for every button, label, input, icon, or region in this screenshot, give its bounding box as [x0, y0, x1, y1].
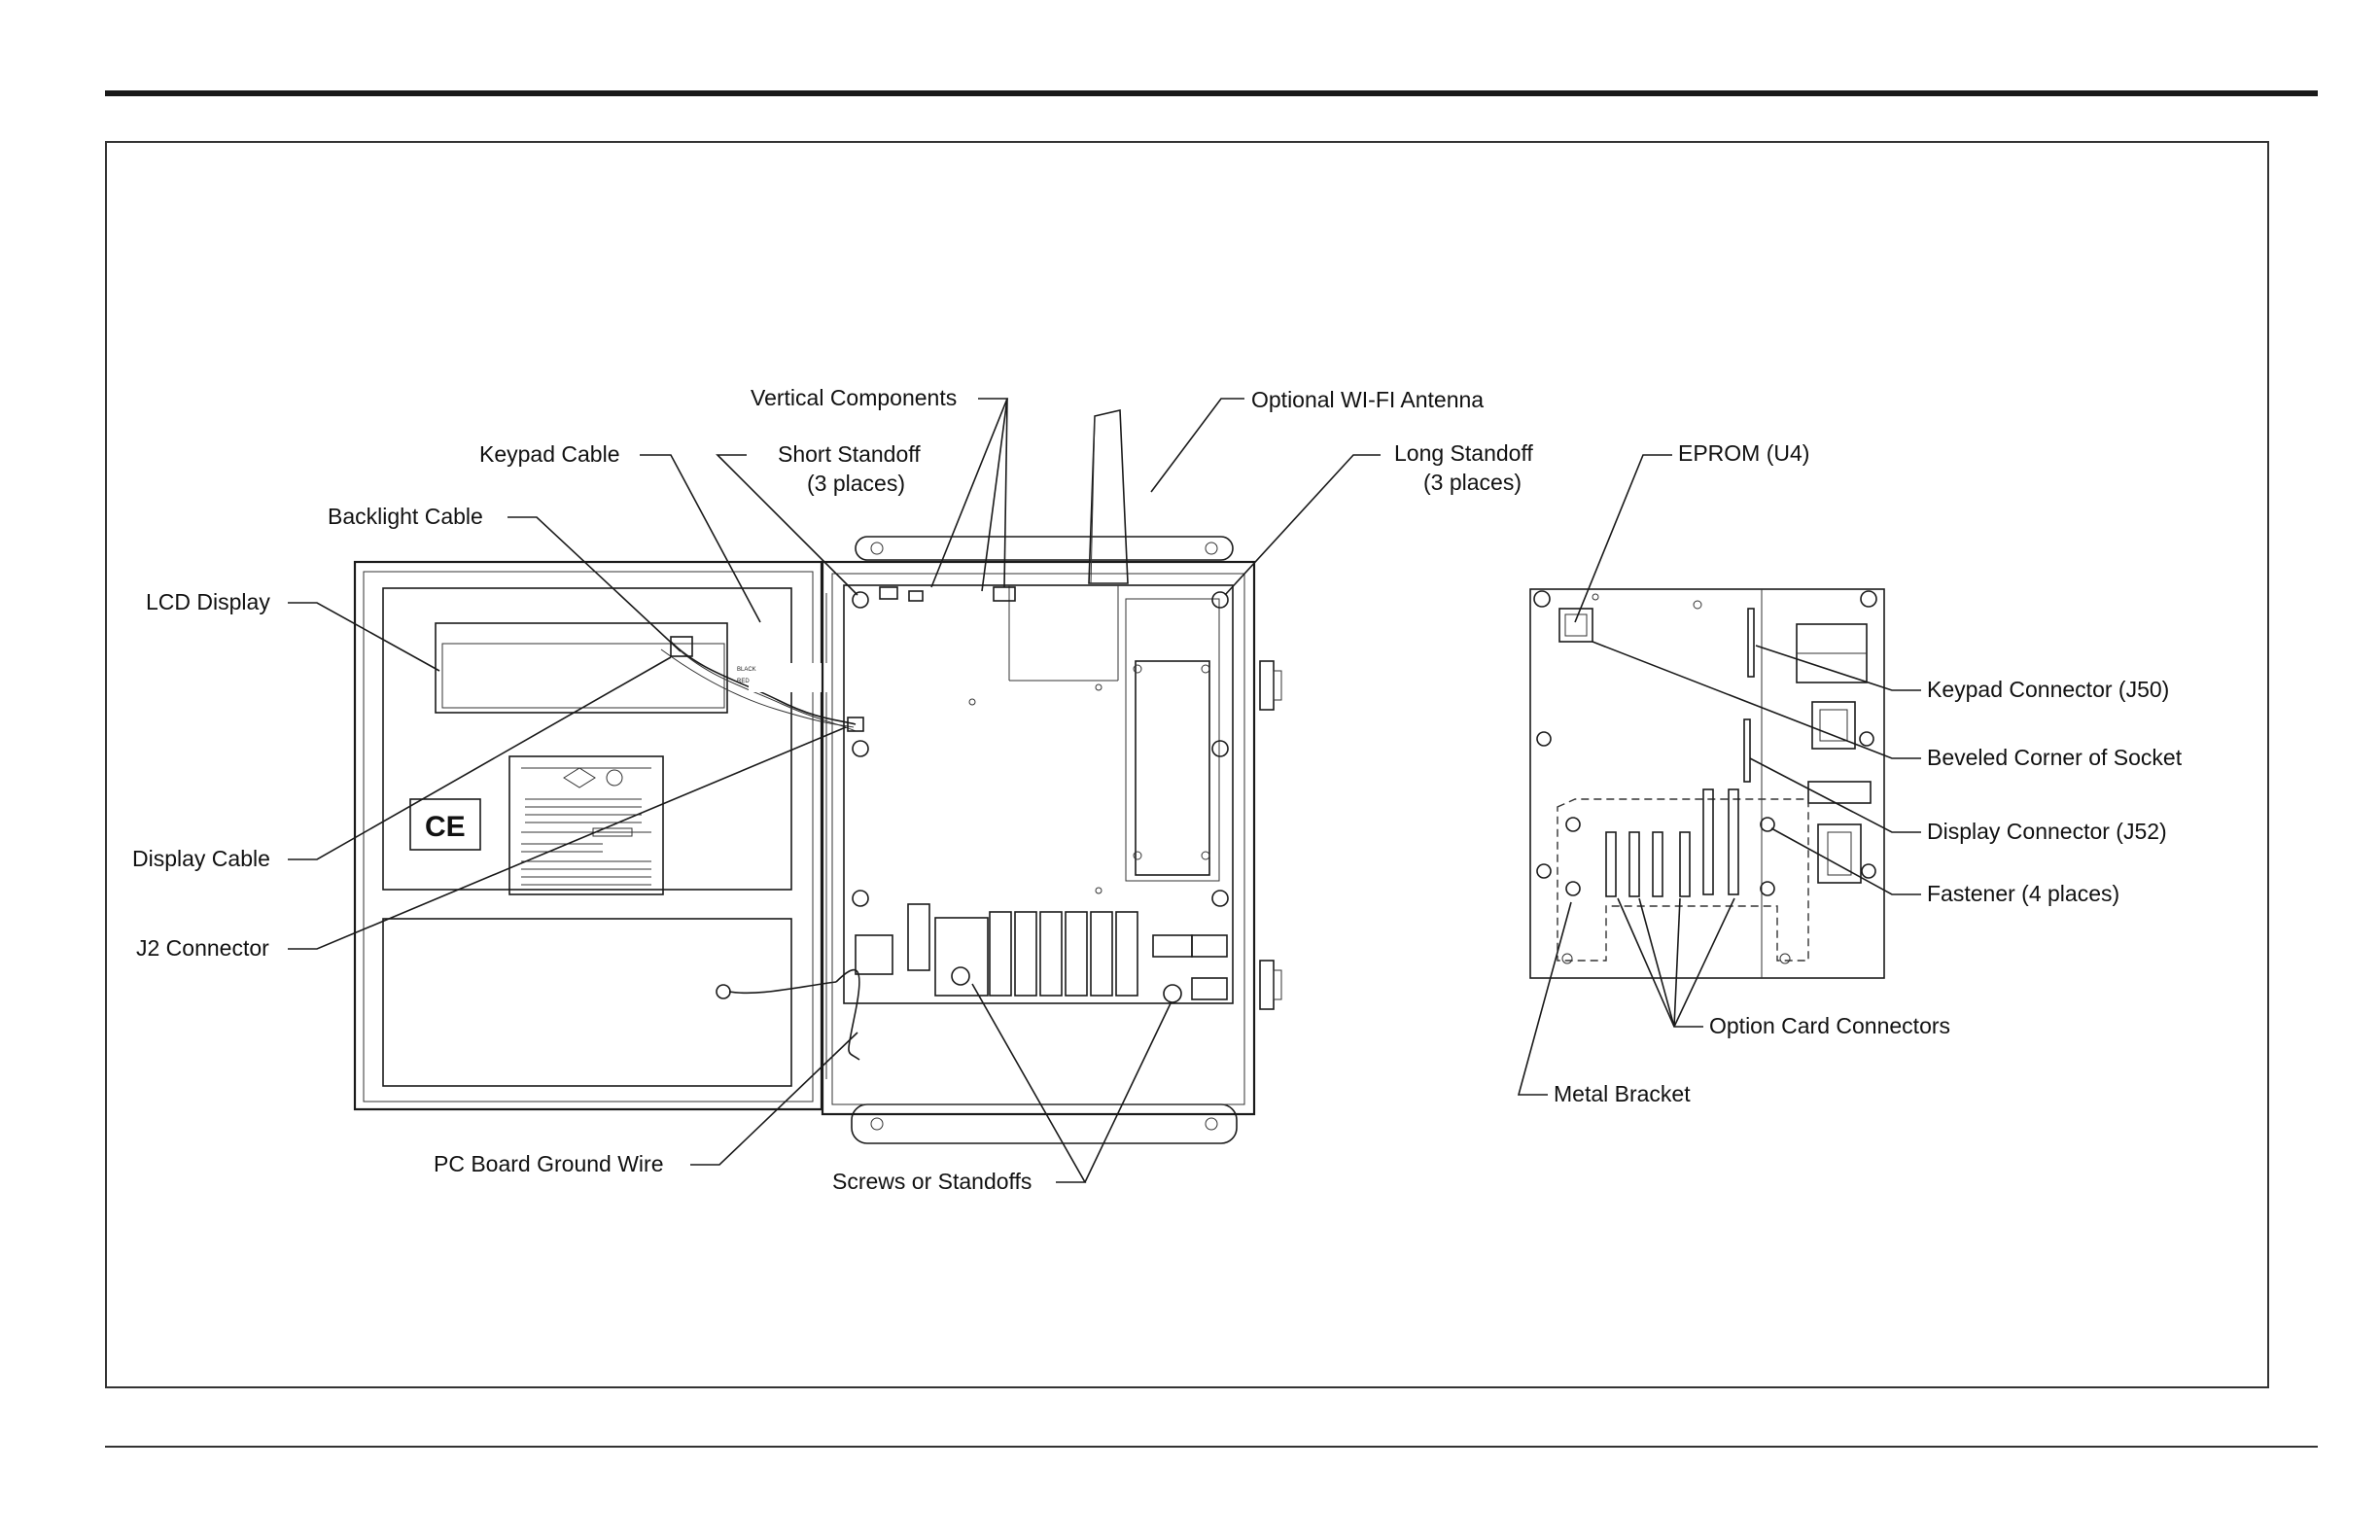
enclosure-body — [821, 536, 1282, 1144]
callout-screws-or-standoffs: Screws or Standoffs — [832, 1169, 1032, 1194]
callout-eprom: EPROM (U4) — [1678, 440, 1809, 466]
main-pcb — [843, 584, 1234, 1004]
callout-metal-bracket: Metal Bracket — [1554, 1081, 1691, 1106]
callout-option-card-connectors: Option Card Connectors — [1709, 1013, 1950, 1038]
callout-display-cable: Display Cable — [132, 846, 270, 871]
nameplate — [508, 755, 664, 895]
wifi-antenna — [1088, 409, 1129, 584]
ground-wire — [716, 968, 860, 1061]
leader-lines — [288, 398, 1921, 1183]
callout-vertical-components: Vertical Components — [751, 385, 957, 410]
figure-frame — [105, 141, 2269, 1388]
callout-long-standoff-places: (3 places) — [1423, 470, 1522, 495]
callout-j2-connector: J2 Connector — [136, 935, 269, 961]
callout-optional-wifi-antenna: Optional WI-FI Antenna — [1251, 387, 1484, 412]
display-ribbon-cable — [660, 636, 857, 732]
callout-keypad-connector: Keypad Connector (J50) — [1927, 677, 2169, 702]
ce-mark-text: CE — [425, 811, 466, 843]
ce-mark: CE — [409, 798, 481, 851]
callout-keypad-cable: Keypad Cable — [479, 441, 620, 467]
callout-beveled-corner: Beveled Corner of Socket — [1927, 745, 2183, 770]
callout-display-connector: Display Connector (J52) — [1927, 819, 2167, 844]
callout-long-standoff: Long Standoff — [1394, 440, 1533, 466]
callout-lcd-display: LCD Display — [146, 589, 270, 614]
footer-rule — [105, 1446, 2318, 1448]
callout-pc-board-ground-wire: PC Board Ground Wire — [434, 1151, 663, 1176]
callout-fastener: Fastener (4 places) — [1927, 881, 2119, 906]
terminal-blocks — [855, 903, 1228, 1003]
wire-label-red: RED — [737, 679, 750, 684]
callout-backlight-cable: Backlight Cable — [328, 504, 483, 529]
callout-short-standoff-places: (3 places) — [807, 471, 905, 496]
wire-label-black: BLACK — [737, 667, 756, 673]
callout-short-standoff: Short Standoff — [778, 441, 921, 467]
board-detail — [1529, 588, 1885, 979]
header-rule — [105, 90, 2318, 96]
